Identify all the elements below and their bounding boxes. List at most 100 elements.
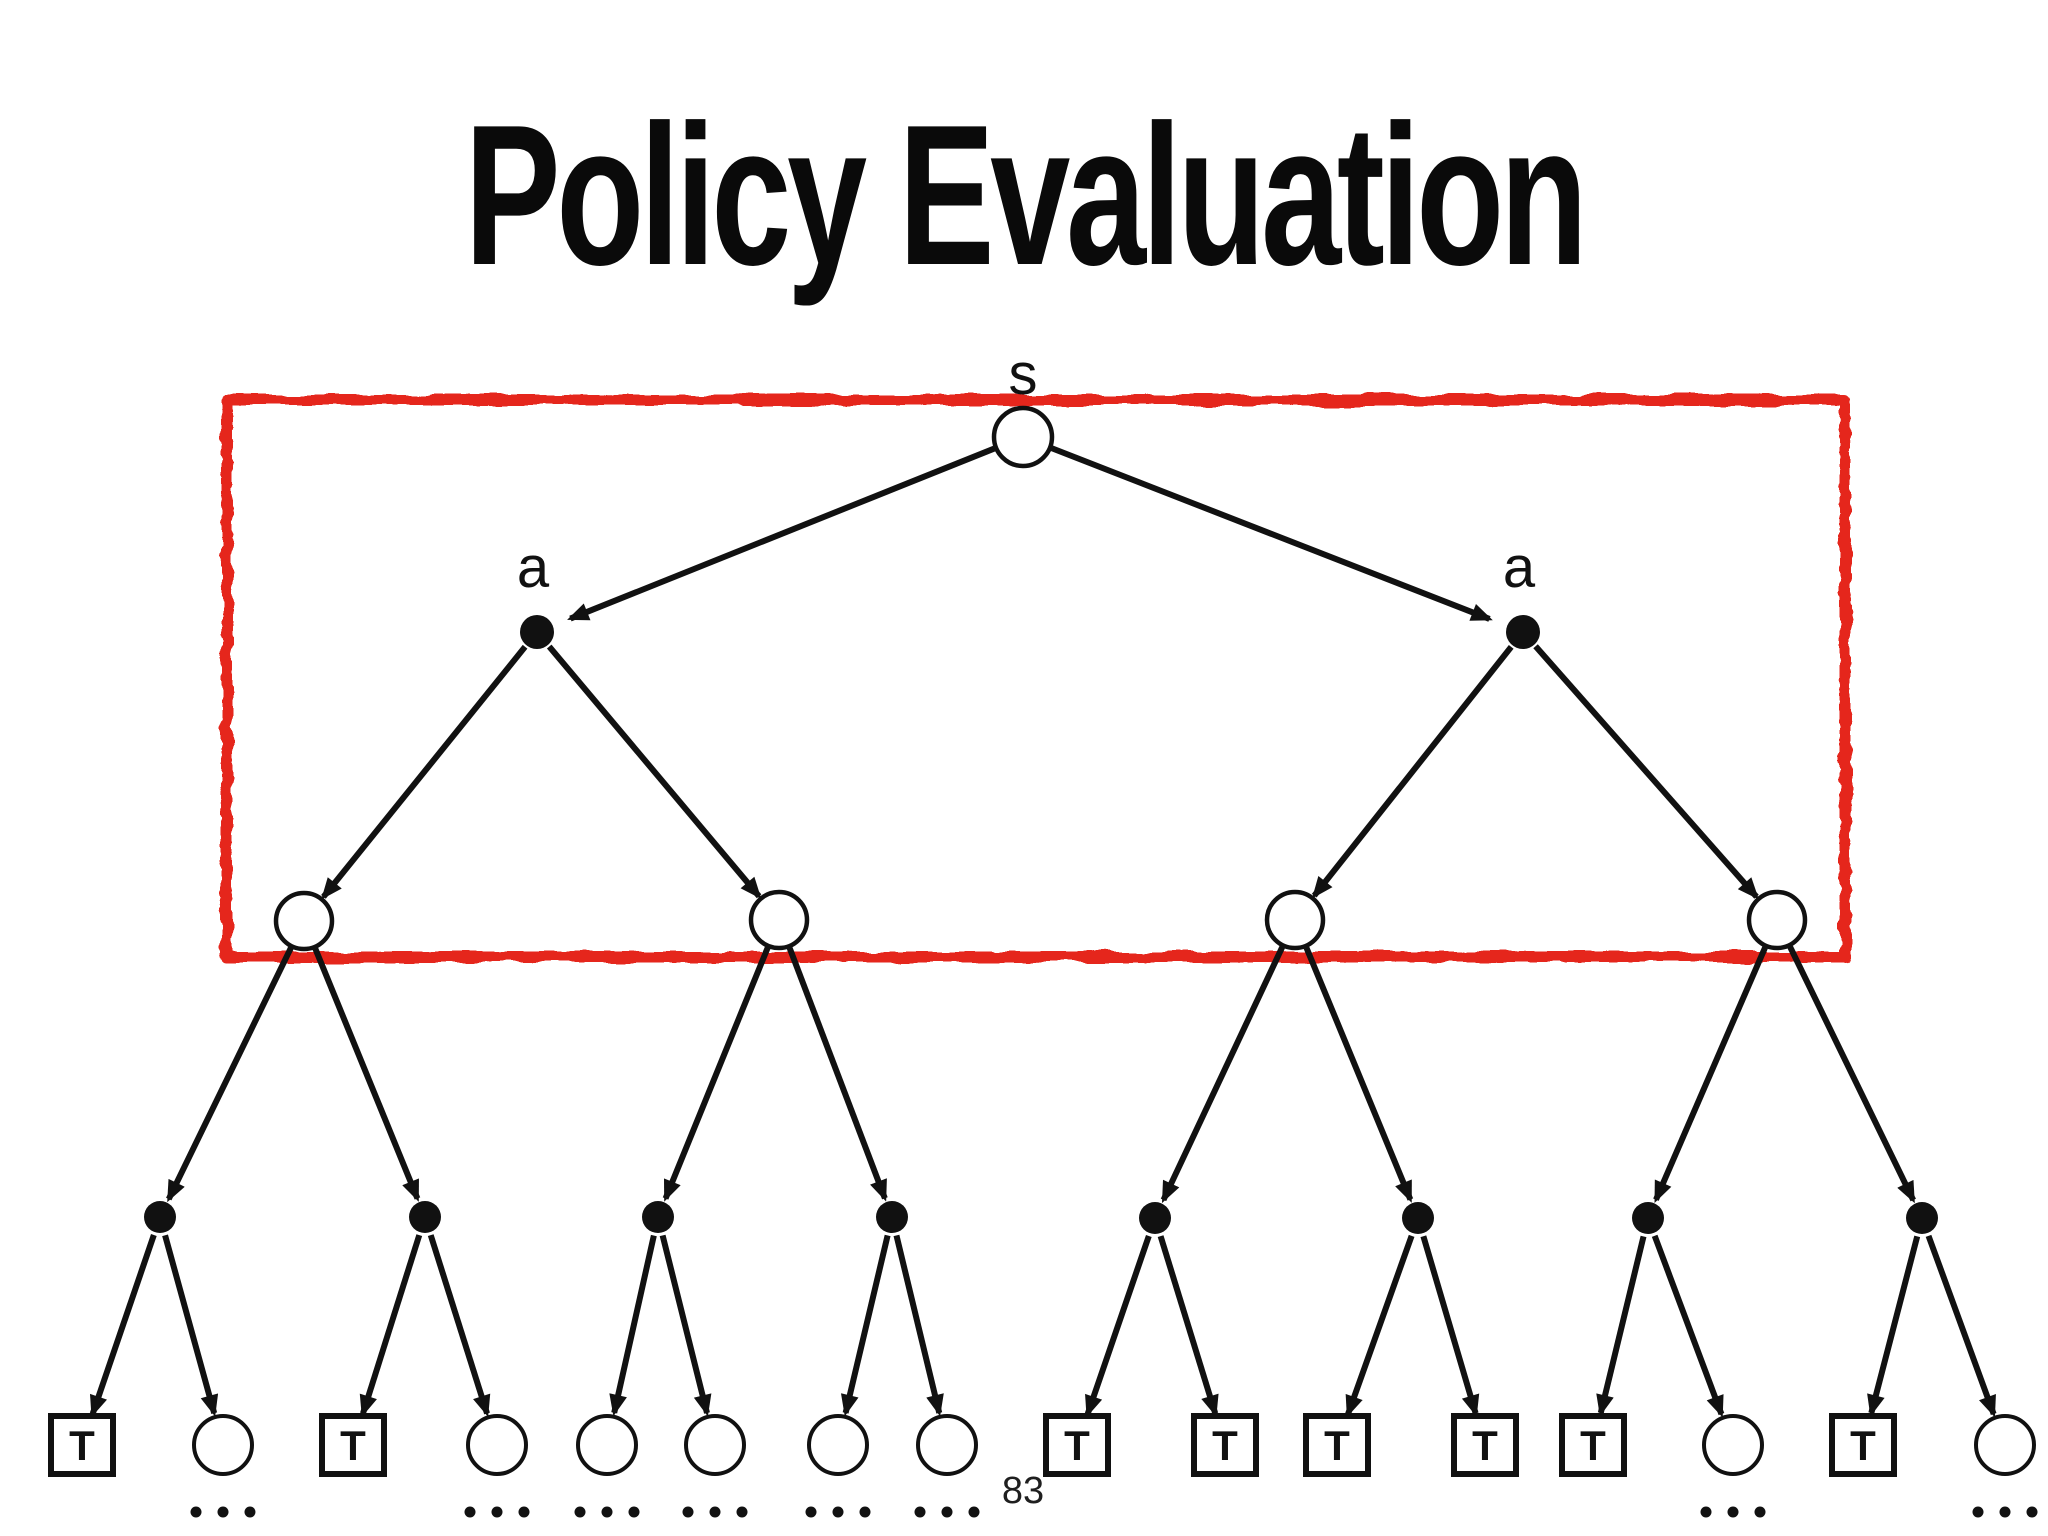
state-leaf bbox=[807, 1414, 869, 1476]
tree-edge bbox=[659, 1234, 712, 1417]
ellipsis-dot bbox=[736, 1506, 748, 1518]
tree-edge bbox=[1084, 1234, 1152, 1418]
terminal-leaf bbox=[1829, 1413, 1897, 1477]
root-state-label: s bbox=[1009, 342, 1038, 407]
state-node bbox=[1264, 889, 1326, 951]
tree-edge bbox=[609, 1234, 657, 1417]
tree-edge bbox=[1653, 946, 1768, 1203]
slide-title: Policy Evaluation bbox=[464, 84, 1588, 307]
chance-node bbox=[1139, 1202, 1171, 1234]
tree-edge bbox=[662, 946, 771, 1202]
ellipsis-dot bbox=[1999, 1506, 2011, 1518]
terminal-leaf bbox=[1303, 1413, 1371, 1477]
ellipsis-dot bbox=[601, 1506, 613, 1518]
tree-edge bbox=[1651, 1234, 1725, 1418]
tree-edge bbox=[1303, 946, 1414, 1203]
terminal-leaf bbox=[319, 1413, 387, 1477]
chance-node bbox=[1632, 1202, 1664, 1234]
tree-edge bbox=[1533, 644, 1759, 900]
tree-edge bbox=[567, 445, 996, 622]
terminal-label: T bbox=[1064, 1422, 1090, 1469]
tree-edge bbox=[1867, 1235, 1921, 1417]
state-leaf bbox=[466, 1414, 528, 1476]
ellipsis-dot bbox=[968, 1506, 980, 1518]
action-label: a bbox=[1503, 535, 1536, 600]
tree-edge bbox=[1345, 1234, 1415, 1418]
root-state-node bbox=[991, 405, 1055, 469]
highlight-box bbox=[221, 394, 1851, 963]
state-leaf bbox=[684, 1414, 746, 1476]
ellipsis-dot bbox=[244, 1506, 256, 1518]
action-node bbox=[1506, 615, 1540, 649]
state-leaf bbox=[1702, 1414, 1764, 1476]
ellipsis-dot bbox=[491, 1506, 503, 1518]
terminal-leaf bbox=[1559, 1413, 1627, 1477]
terminal-label: T bbox=[1580, 1422, 1606, 1469]
tree-edge bbox=[1157, 1235, 1219, 1417]
tree-edge bbox=[359, 1234, 423, 1417]
ellipsis-dot bbox=[1754, 1506, 1766, 1518]
ellipsis-dot bbox=[574, 1506, 586, 1518]
state-node bbox=[748, 889, 810, 951]
chance-node bbox=[1402, 1202, 1434, 1234]
ellipsis-dot bbox=[859, 1506, 871, 1518]
ellipsis-dot bbox=[805, 1506, 817, 1518]
tree-edge bbox=[1420, 1235, 1480, 1417]
tree-edge bbox=[1925, 1234, 1997, 1418]
terminal-leaf bbox=[1451, 1413, 1519, 1477]
terminal-leaf bbox=[1191, 1413, 1259, 1477]
tree-edge bbox=[166, 946, 294, 1203]
ellipsis-dot bbox=[941, 1506, 953, 1518]
ellipsis-dot bbox=[190, 1506, 202, 1518]
terminal-leaf bbox=[1043, 1413, 1111, 1477]
state-leaf bbox=[916, 1414, 978, 1476]
tree-edge bbox=[1787, 945, 1916, 1204]
state-node bbox=[1746, 889, 1808, 951]
chance-node bbox=[144, 1201, 176, 1233]
ellipsis-dot bbox=[709, 1506, 721, 1518]
ellipsis-dot bbox=[518, 1506, 530, 1518]
chance-node bbox=[1906, 1202, 1938, 1234]
terminal-leaf bbox=[48, 1413, 116, 1477]
ellipsis-dot bbox=[832, 1506, 844, 1518]
tree-edge bbox=[427, 1234, 491, 1417]
tree-edge bbox=[840, 1234, 891, 1417]
tree-edge bbox=[1160, 945, 1285, 1204]
ellipsis-dot bbox=[914, 1506, 926, 1518]
page-number: 83 bbox=[1002, 1470, 1044, 1512]
tree-edge bbox=[1050, 445, 1493, 622]
action-label: a bbox=[517, 535, 550, 600]
ellipsis-dot bbox=[682, 1506, 694, 1518]
tree-edge bbox=[546, 644, 762, 900]
terminal-label: T bbox=[340, 1422, 366, 1469]
tree-edge bbox=[893, 1234, 944, 1417]
ellipsis-dot bbox=[628, 1506, 640, 1518]
ellipsis-dot bbox=[1727, 1506, 1739, 1518]
state-leaf bbox=[192, 1414, 254, 1476]
ellipsis-dot bbox=[1700, 1506, 1712, 1518]
tree-edge bbox=[162, 1234, 219, 1417]
tree-edge bbox=[786, 946, 888, 1202]
terminal-label: T bbox=[1472, 1422, 1498, 1469]
chance-node bbox=[642, 1201, 674, 1233]
ellipsis-dot bbox=[2026, 1506, 2038, 1518]
terminal-label: T bbox=[69, 1422, 95, 1469]
tree-edge bbox=[1596, 1235, 1647, 1417]
chance-node bbox=[409, 1201, 441, 1233]
state-leaf bbox=[576, 1414, 638, 1476]
terminal-label: T bbox=[1324, 1422, 1350, 1469]
ellipsis-dot bbox=[464, 1506, 476, 1518]
ellipsis-dot bbox=[1972, 1506, 1984, 1518]
tree-edge bbox=[89, 1234, 157, 1418]
terminal-label: T bbox=[1212, 1422, 1238, 1469]
terminal-label: T bbox=[1850, 1422, 1876, 1469]
tree-edge bbox=[321, 644, 528, 900]
chance-node bbox=[876, 1201, 908, 1233]
state-node bbox=[273, 890, 335, 952]
action-node bbox=[520, 615, 554, 649]
tree-edge bbox=[1311, 645, 1514, 899]
state-leaf bbox=[1974, 1414, 2036, 1476]
tree-edge bbox=[312, 947, 421, 1202]
